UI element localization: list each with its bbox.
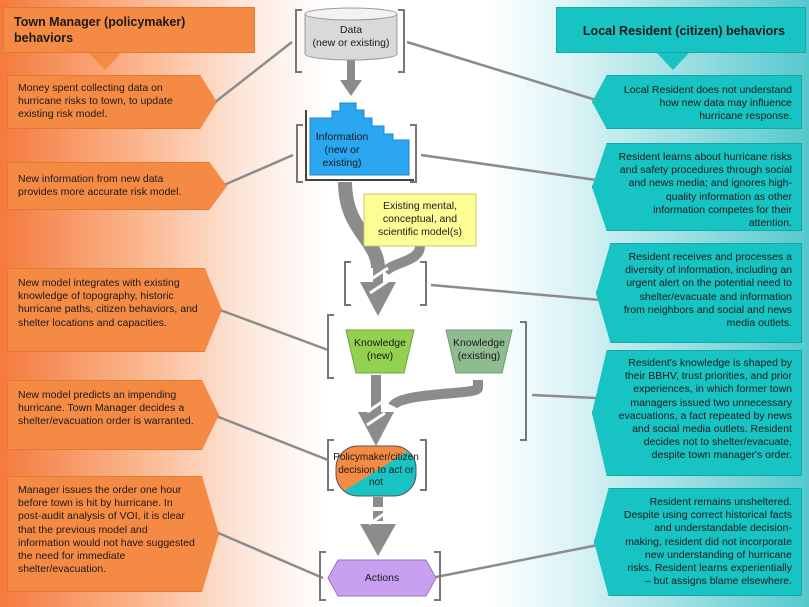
bracket-process-left	[344, 261, 351, 306]
information-label: Information (new or existing)	[315, 131, 369, 169]
decision-node	[335, 445, 417, 497]
connector-left-2	[223, 153, 294, 187]
bracket-decision-left	[327, 439, 334, 491]
bracket-data-left	[295, 9, 302, 73]
bracket-actions-right	[434, 551, 441, 601]
arrow-merge-knowledge-head	[360, 282, 396, 316]
arrow-mental-merge	[380, 244, 425, 276]
actions-node	[327, 559, 437, 597]
resident-box-4: Resident's knowledge is shaped by their …	[592, 350, 802, 476]
resident-box-3: Resident receives and processes a divers…	[596, 243, 802, 343]
connector-right-1	[406, 40, 597, 102]
left-header-arrow	[88, 52, 122, 70]
mental-model-node	[363, 193, 477, 247]
decision-label: Policymaker/citizen decision to act or n…	[333, 452, 419, 488]
break-mark-2	[366, 398, 386, 414]
left-header: Town Manager (policymaker) behaviors	[3, 7, 255, 53]
arrow-data-info-head	[340, 80, 362, 96]
knowledge-existing-label: Knowledge (existing)	[453, 337, 505, 362]
knowledge-existing-node	[445, 329, 513, 374]
manager-box-4: New model predicts an impending hurrican…	[7, 380, 219, 450]
manager-box-3: New model integrates with existing knowl…	[7, 268, 222, 352]
connector-left-4	[215, 414, 329, 462]
manager-box-1: Money spent collecting data on hurricane…	[7, 75, 217, 129]
bracket-info-right	[410, 124, 417, 183]
connector-lines	[213, 40, 601, 580]
break-mark-3	[368, 510, 388, 526]
arrow-info-model	[338, 181, 385, 269]
connector-left-1	[213, 41, 293, 104]
resident-box-2: Resident learns about hurricane risks an…	[592, 143, 802, 231]
break-mark-1	[369, 266, 389, 282]
flow-arrows	[338, 58, 483, 556]
knowledge-new-label: Knowledge (new)	[354, 337, 406, 362]
resident-box-5: Resident remains unsheltered. Despite us…	[594, 488, 802, 596]
arrow-existing-decision	[388, 380, 483, 410]
knowledge-new-node	[345, 329, 415, 374]
bracket-decision-right	[420, 439, 427, 491]
connector-right-3	[430, 283, 601, 302]
connector-left-3	[219, 308, 329, 352]
bracket-actions-left	[319, 551, 326, 601]
connector-left-5	[215, 530, 324, 580]
mental-model-label: Existing mental, conceptual, and scienti…	[377, 200, 463, 238]
bracket-knowledge-left	[327, 314, 334, 379]
manager-box-2: New information from new data provides m…	[7, 162, 227, 210]
resident-box-1: Local Resident does not understand how n…	[592, 75, 802, 129]
connector-right-5	[430, 543, 599, 580]
arrow-knowledge-decision-head	[358, 412, 394, 446]
connector-right-2	[420, 153, 597, 182]
actions-label: Actions	[364, 572, 400, 584]
brackets	[295, 9, 527, 601]
manager-box-5: Manager issues the order one hour before…	[7, 476, 219, 592]
right-header: Local Resident (citizen) behaviors	[556, 7, 806, 53]
information-axis	[305, 110, 414, 181]
bracket-knowledge-right	[520, 321, 527, 441]
break-mark-1b	[369, 279, 389, 295]
data-node	[304, 7, 398, 61]
break-mark-2b	[366, 411, 386, 427]
bracket-process-right	[420, 261, 427, 306]
data-label: Data (new or existing)	[312, 24, 390, 49]
connector-right-4	[531, 393, 597, 400]
arrow-decision-actions-head	[360, 524, 396, 556]
bracket-data-right	[398, 9, 405, 73]
information-node	[309, 102, 410, 176]
bracket-info-left	[296, 124, 303, 183]
right-header-arrow	[656, 52, 690, 70]
